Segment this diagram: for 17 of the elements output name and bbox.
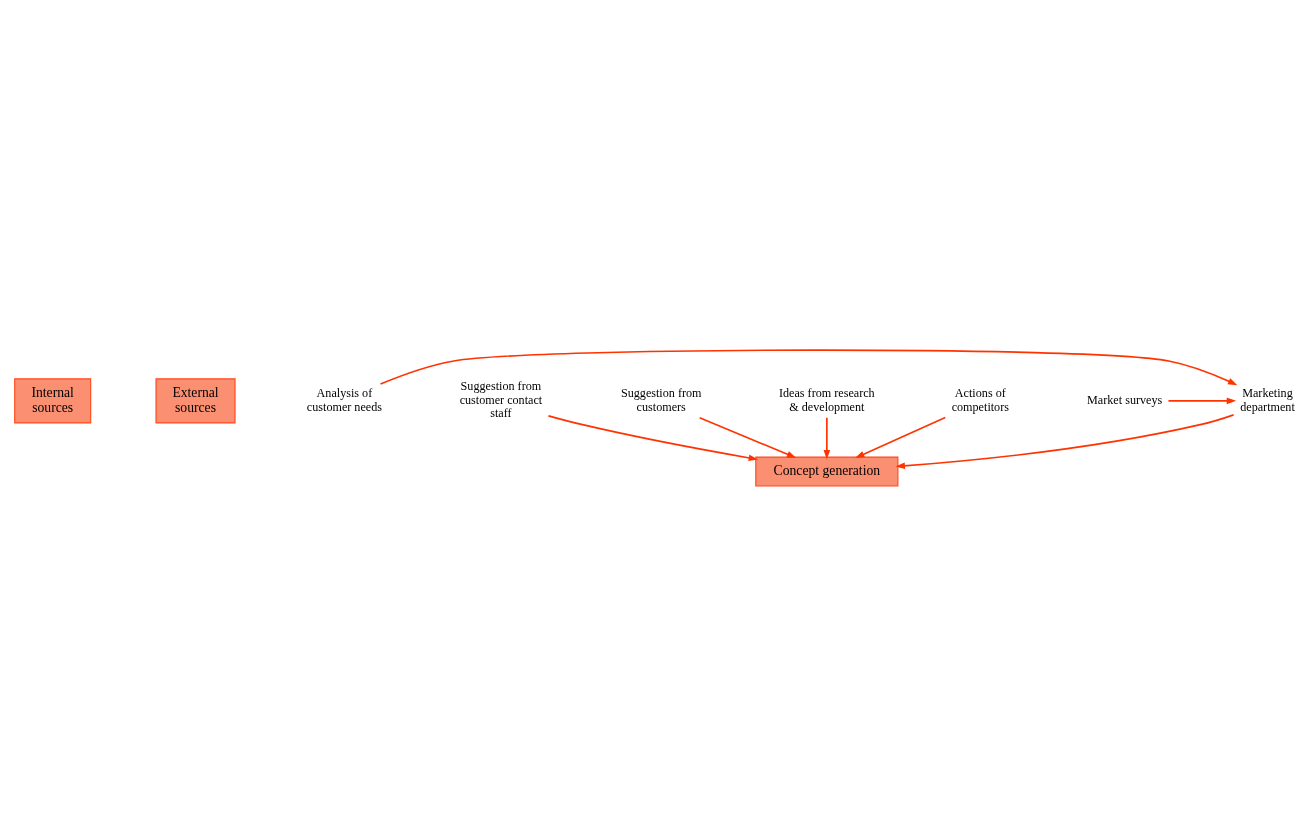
arrow	[547, 415, 759, 462]
node-box: External sources	[155, 378, 236, 424]
arrow	[823, 416, 831, 460]
node-text: Suggestion from customer contact staff	[459, 379, 543, 421]
node-text: Ideas from research & development	[778, 385, 875, 414]
arrow	[379, 349, 1238, 386]
arrow	[1167, 397, 1237, 405]
node-text: Actions of competitors	[951, 385, 1009, 414]
node-text: Marketing department	[1240, 385, 1295, 414]
arrow	[855, 416, 947, 459]
arrow	[698, 416, 797, 458]
node-box: Internal sources	[14, 378, 92, 424]
node-text: Analysis of customer needs	[306, 385, 383, 414]
node-box: Concept generation	[755, 456, 899, 487]
arrow	[895, 414, 1235, 470]
node-text: Market surveys	[1087, 392, 1163, 407]
node-text: Suggestion from customers	[620, 385, 702, 414]
